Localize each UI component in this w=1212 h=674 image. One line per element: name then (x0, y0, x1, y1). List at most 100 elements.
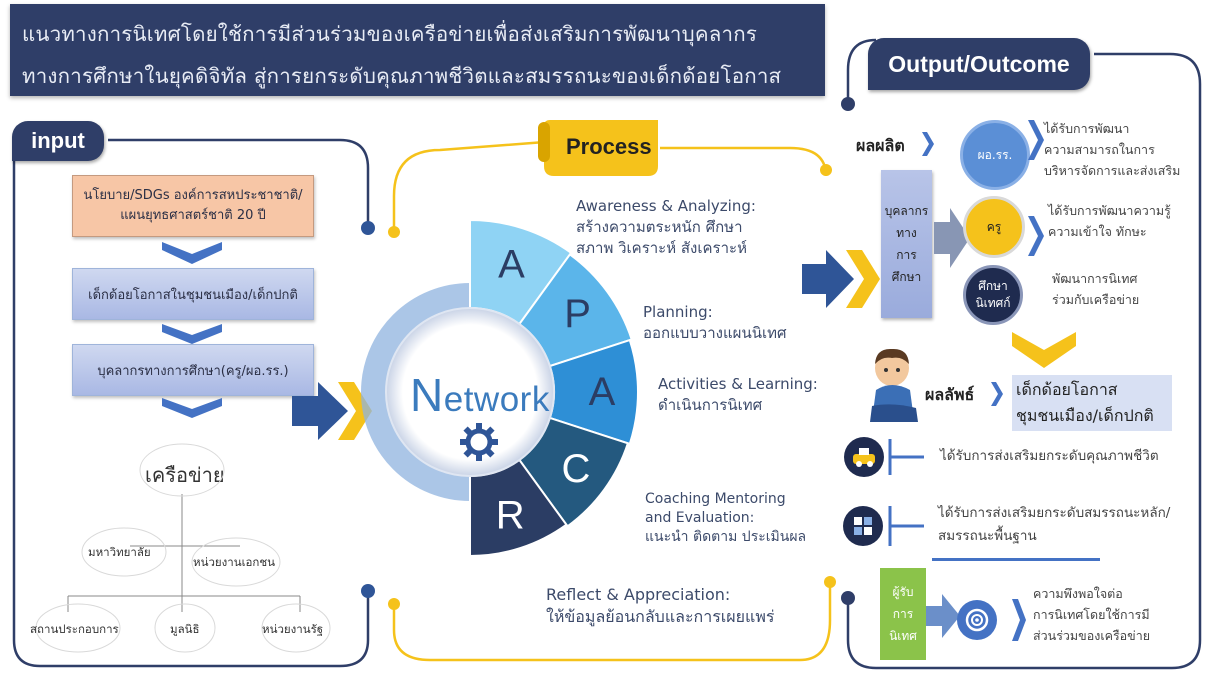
ring-letter: A (589, 370, 616, 414)
result-teacher: ได้รับการพัฒนาความรู้ ความเข้าใจ ทักษะ (1048, 200, 1171, 242)
step-planning: Planning: ออกแบบวางแผนนิเทศ (643, 302, 786, 344)
supervisee-line: การ (892, 607, 914, 621)
result-director: ได้รับการพัฒนา ความสามารถในการ บริหารจัด… (1044, 118, 1180, 181)
step-planning-th1: ออกแบบวางแผนนิเทศ (643, 324, 787, 342)
circle3-line2: นิเทศก์ (975, 296, 1011, 310)
process-scroll-banner (538, 120, 658, 176)
result-supervisor: พัฒนาการนิเทศ ร่วมกับเครือข่าย (1052, 268, 1139, 310)
staff-line: บุคลากร (884, 204, 929, 218)
arrow-right-icon (934, 208, 970, 268)
staff-line: การ (896, 248, 917, 262)
quality-of-life-icon (844, 437, 884, 477)
staff-line: ศึกษา (891, 270, 922, 284)
chevron-down-icon (162, 242, 222, 264)
policy-box: นโยบาย/SDGs องค์การสหประชาชาติ/ แผนยุทธศ… (72, 175, 314, 237)
satisfaction-line3: ส่วนร่วมของเครือข่าย (1033, 628, 1151, 643)
step-activities-en: Activities & Learning: (658, 375, 818, 393)
ring-center (385, 307, 555, 477)
staff-box: บุคลากรทางการศึกษา(ครู/ผอ.รร.) (72, 344, 314, 396)
connector-dot-process-right (820, 164, 832, 176)
children-outcome-box: เด็กด้อยโอกาส ชุมชนเมือง/เด็กปกติ (1012, 375, 1172, 431)
chevron-right-icon (991, 382, 1003, 406)
staff-column: บุคลากร ทาง การ ศึกษา (881, 170, 932, 318)
child-illustration (870, 348, 918, 422)
circle-supervisor: ศึกษา นิเทศก์ (963, 265, 1023, 325)
arrow-right-icon (802, 250, 880, 308)
step-awareness-th2: สภาพ วิเคราะห์ สังเคราะห์ (576, 239, 747, 257)
bracket-icon (888, 439, 924, 475)
gear-icon (460, 423, 498, 461)
process-title: Process (566, 134, 652, 159)
child-line1: เด็กด้อยโอกาส (1016, 380, 1118, 399)
output-heading: ผลผลิต (856, 136, 905, 155)
supervisee-box: ผู้รับ การ นิเทศ (880, 568, 926, 660)
step-activities-th1: ดำเนินการนิเทศ (658, 396, 763, 414)
left-ring-arc (361, 283, 471, 501)
bracket-icons (1028, 120, 1044, 415)
children-box: เด็กด้อยโอกาสในชุมชนเมือง/เด็กปกติ (72, 268, 314, 320)
outcome-competency-line2: สมรรถนะพื้นฐาน (938, 528, 1037, 544)
header-title-line2: ทางการศึกษาในยุคดิจิทัล สู่การยกระดับคุณ… (22, 64, 782, 88)
ring-letter: C (562, 447, 591, 491)
result-director-line2: ความสามารถในการ (1044, 142, 1155, 157)
network-title: เครือข่าย (145, 463, 225, 487)
outcome-heading: ผลลัพธ์ (925, 385, 975, 404)
input-tab: input (12, 121, 104, 161)
node-private-agency: หน่วยงานเอกชน (193, 555, 276, 569)
competency-icon (843, 506, 883, 546)
step-coaching-th1: แนะนำ ติดตาม ประเมินผล (645, 529, 807, 545)
chevron-right-icon (1012, 599, 1026, 641)
result-teacher-line2: ความเข้าใจ ทักษะ (1048, 224, 1147, 239)
supervisee-line: ผู้รับ (892, 585, 914, 599)
step-awareness: Awareness & Analyzing: สร้างความตระหนัก … (576, 196, 756, 259)
circle-director: ผอ.รร. (960, 120, 1030, 190)
result-director-line1: ได้รับการพัฒนา (1044, 121, 1130, 136)
outcome-competency: ได้รับการส่งเสริมยกระดับสมรรถนะหลัก/ สมร… (938, 502, 1170, 548)
chevron-down-icon (162, 324, 222, 344)
divider (932, 558, 1100, 561)
network-rest: etwork (443, 380, 550, 419)
step-coaching: Coaching Mentoring and Evaluation: แนะนำ… (645, 490, 806, 547)
connector-dot-process-left (388, 226, 400, 238)
connector-dot-input-top (361, 221, 375, 235)
bracket-icon (888, 506, 924, 546)
result-supervisor-line1: พัฒนาการนิเทศ (1052, 271, 1138, 286)
step-planning-en: Planning: (643, 303, 713, 321)
node-university: มหาวิทยาลัย (88, 545, 151, 559)
result-teacher-line1: ได้รับการพัฒนาความรู้ (1048, 203, 1171, 218)
ring-letter: P (564, 292, 591, 336)
header-banner: แนวทางการนิเทศโดยใช้การมีส่วนร่วมของเครื… (10, 4, 825, 96)
node-foundation: มูลนิธิ (170, 622, 200, 636)
network-tree (35, 443, 331, 653)
output-tab: Output/Outcome (868, 38, 1090, 90)
step-reflect: Reflect & Appreciation: ให้ข้อมูลย้อนกลั… (546, 584, 774, 628)
staff-line: ทาง (896, 226, 917, 240)
ring-letter: A (498, 243, 525, 287)
chevron-down-icon (1012, 332, 1076, 368)
step-coaching-en1: Coaching Mentoring (645, 491, 786, 507)
step-coaching-en2: and Evaluation: (645, 510, 755, 526)
chevron-right-icon (922, 132, 934, 156)
supervisee-line: นิเทศ (889, 629, 917, 643)
result-supervisor-line2: ร่วมกับเครือข่าย (1052, 292, 1140, 307)
ring-letter: R (496, 494, 525, 538)
step-awareness-en: Awareness & Analyzing: (576, 197, 756, 215)
network-center-label: Network (410, 368, 550, 422)
node-government: หน่วยงานรัฐ (262, 622, 324, 636)
circle-teacher: ครู (963, 196, 1025, 258)
policy-line1: นโยบาย/SDGs องค์การสหประชาชาติ/ (83, 188, 303, 203)
step-reflect-en: Reflect & Appreciation: (546, 585, 731, 604)
satisfaction-text: ความพึงพอใจต่อ การนิเทศโดยใช้การมี ส่วนร… (1033, 583, 1150, 646)
step-awareness-th1: สร้างความตระหนัก ศึกษา (576, 218, 743, 236)
child-line2: ชุมชนเมือง/เด็กปกติ (1016, 406, 1154, 425)
network-initial: N (410, 369, 444, 421)
outcome-competency-line1: ได้รับการส่งเสริมยกระดับสมรรถนะหลัก/ (938, 505, 1171, 521)
step-reflect-th1: ให้ข้อมูลย้อนกลับและการเผยแพร่ (546, 607, 775, 626)
outcome-quality-of-life: ได้รับการส่งเสริมยกระดับคุณภาพชีวิต (940, 448, 1159, 464)
node-enterprise: สถานประกอบการ (30, 622, 119, 636)
satisfaction-line2: การนิเทศโดยใช้การมี (1033, 607, 1150, 622)
header-title-line1: แนวทางการนิเทศโดยใช้การมีส่วนร่วมของเครื… (22, 22, 758, 46)
step-activities: Activities & Learning: ดำเนินการนิเทศ (658, 374, 818, 416)
